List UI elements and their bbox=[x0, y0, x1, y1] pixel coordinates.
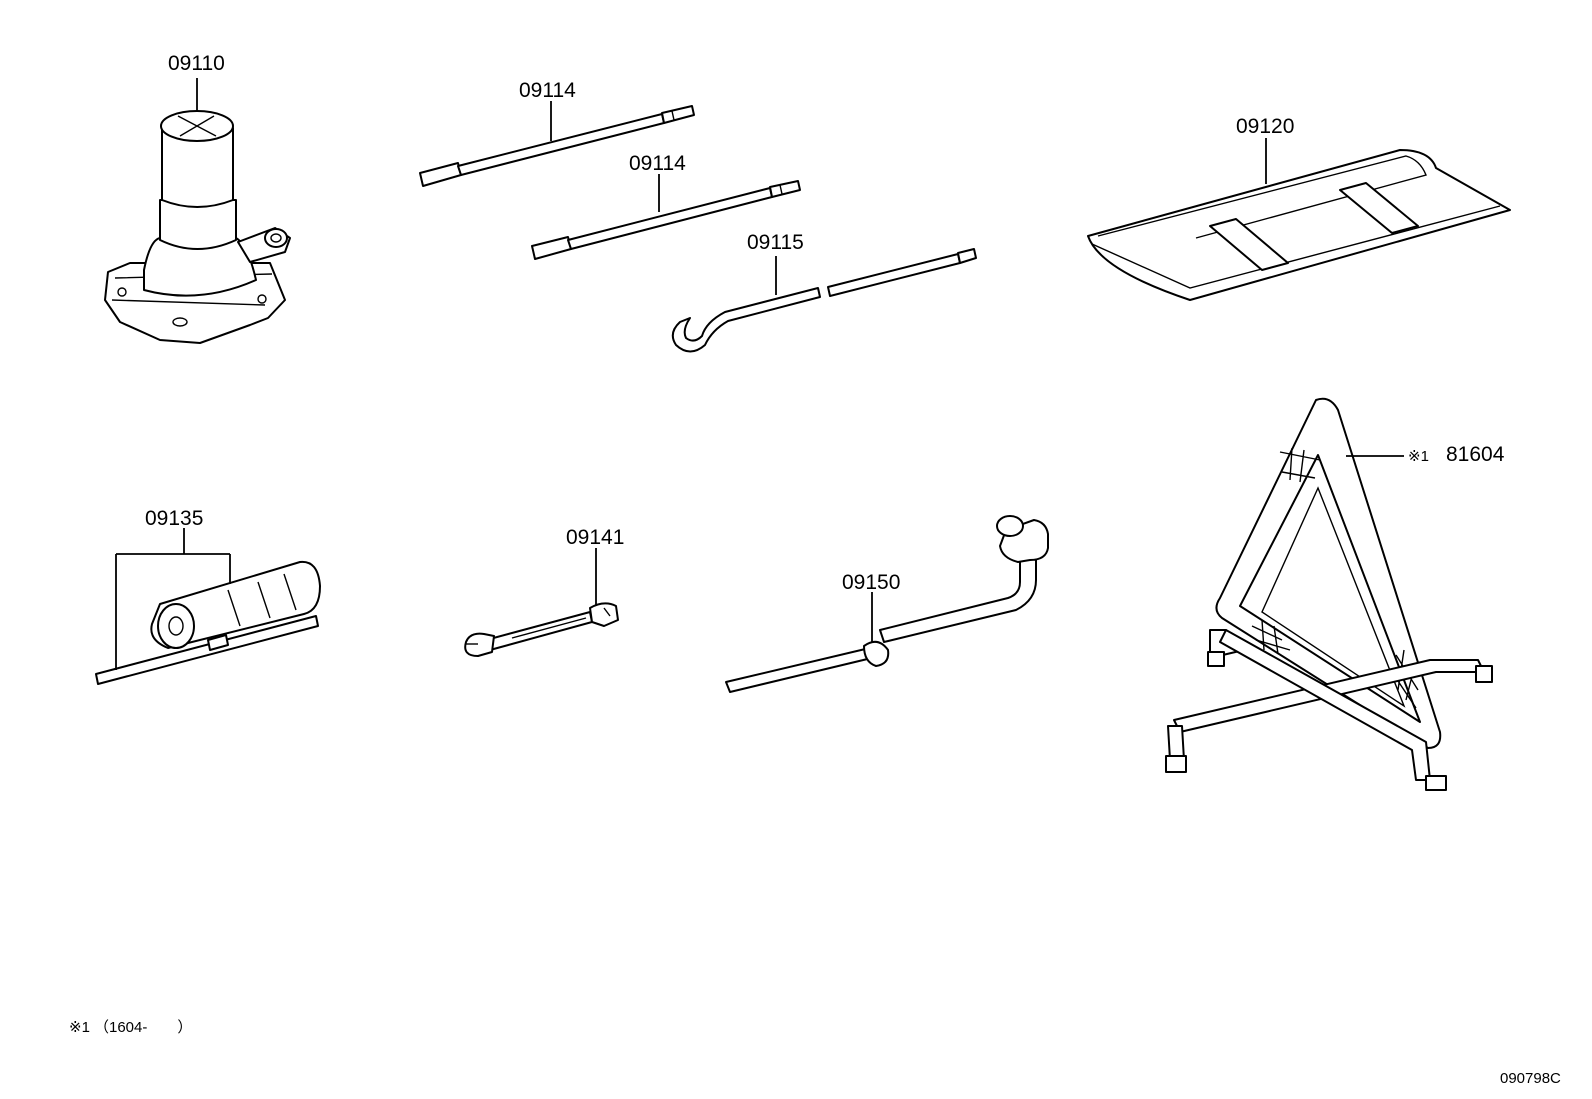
label-81604-marker: ※1 bbox=[1408, 448, 1429, 465]
label-09120: 09120 bbox=[1236, 115, 1294, 138]
tool-bag-illustration[interactable]: 09120 bbox=[1087, 115, 1511, 301]
footnote-text: （1604- ） bbox=[94, 1019, 192, 1036]
jack-handle-extension-illustration-2[interactable]: 09114 bbox=[531, 152, 801, 260]
screwdriver-illustration[interactable]: 09135 bbox=[95, 507, 321, 685]
diagram-code: 090798C bbox=[1500, 1070, 1561, 1087]
label-81604: 81604 bbox=[1446, 443, 1505, 466]
label-09114-1: 09114 bbox=[519, 79, 576, 102]
label-09141: 09141 bbox=[566, 526, 624, 549]
label-09115: 09115 bbox=[747, 231, 804, 254]
jack-handle-illustration[interactable]: 09115 bbox=[671, 231, 977, 353]
warning-triangle-illustration[interactable]: ※1 81604 bbox=[1165, 397, 1505, 791]
label-09110: 09110 bbox=[168, 52, 225, 75]
jack-illustration[interactable]: 09110 bbox=[104, 52, 291, 344]
label-09135: 09135 bbox=[145, 507, 203, 530]
wrench-illustration[interactable]: 09141 bbox=[464, 526, 624, 657]
label-09150: 09150 bbox=[842, 571, 900, 594]
label-09114-2: 09114 bbox=[629, 152, 686, 175]
footnote-marker: ※1 bbox=[69, 1019, 90, 1036]
wheel-nut-wrench-illustration[interactable]: 09150 bbox=[725, 515, 1049, 693]
jack-handle-extension-illustration-1[interactable]: 09114 bbox=[419, 79, 695, 187]
